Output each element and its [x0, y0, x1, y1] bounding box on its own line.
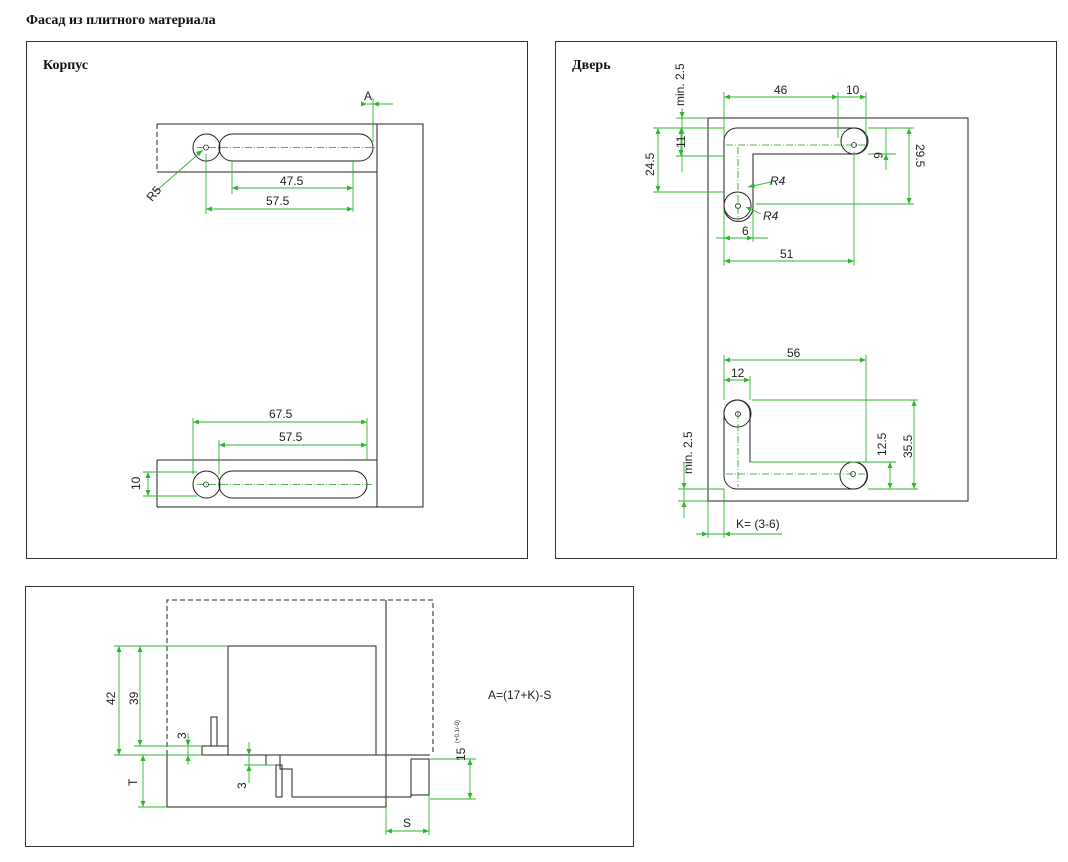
svg-text:6: 6 — [871, 152, 885, 159]
svg-text:12: 12 — [731, 366, 745, 380]
svg-text:57.5: 57.5 — [279, 430, 303, 444]
dim-6-bottom: 6 — [716, 210, 768, 242]
dim-6-right: 6 — [868, 127, 914, 170]
dim-10: 10 — [129, 471, 197, 497]
dim-r5: R5 — [144, 149, 204, 204]
svg-text:35.5: 35.5 — [901, 434, 915, 458]
svg-text:min. 2.5: min. 2.5 — [673, 63, 687, 106]
plate-end-block — [410, 758, 430, 796]
panel-korpus: Корпус A R5 — [26, 41, 528, 559]
svg-text:12.5: 12.5 — [875, 432, 889, 456]
dim-min-bottom: min. 2.5 — [678, 431, 724, 518]
svg-text:A: A — [364, 89, 372, 103]
dim-57-5-top: 57.5 — [205, 154, 353, 214]
svg-text:11: 11 — [674, 135, 688, 148]
svg-text:10: 10 — [129, 476, 143, 490]
dim-12: 12 — [724, 366, 751, 400]
svg-text:47.5: 47.5 — [280, 174, 304, 188]
plate-step — [265, 754, 281, 766]
svg-text:min. 2.5: min. 2.5 — [681, 431, 695, 474]
top-l-slot — [723, 127, 868, 222]
dim-k: K= (3-6) — [696, 489, 782, 538]
svg-text:24.5: 24.5 — [643, 152, 657, 176]
dim-56: 56 — [723, 346, 867, 462]
dim-r4-b: R4 — [745, 206, 779, 223]
dim-a: A — [361, 89, 393, 142]
dim-57-5-bottom: 57.5 — [218, 430, 367, 474]
left-dowel — [210, 716, 218, 747]
panel-title-korpus: Корпус — [43, 58, 89, 73]
section-drawing: 42 39 3 3 — [104, 599, 551, 835]
svg-text:10: 10 — [846, 83, 860, 97]
svg-text:R4: R4 — [770, 174, 786, 188]
bottom-l-slot — [723, 399, 868, 490]
top-round-slot — [192, 133, 221, 162]
top-bottom-round-slot — [723, 191, 752, 220]
dim-3-mid: 3 — [235, 742, 276, 789]
plate-channel — [279, 765, 412, 798]
svg-text:(+0.1/-0): (+0.1/-0) — [455, 720, 461, 743]
svg-text:42: 42 — [104, 691, 118, 705]
svg-text:56: 56 — [787, 346, 801, 360]
dim-15: 15 (+0.1/-0) — [430, 720, 476, 800]
dim-12-5: 12.5 — [750, 432, 896, 490]
dim-51: 51 — [723, 152, 855, 266]
svg-text:S: S — [403, 816, 411, 830]
dim-67-5: 67.5 — [192, 407, 368, 474]
formula-text: A=(17+K)-S — [488, 688, 551, 702]
bottom-round-slot — [192, 470, 221, 499]
svg-text:39: 39 — [127, 691, 141, 705]
svg-text:6: 6 — [742, 224, 749, 238]
dim-35-5: 35.5 — [752, 399, 918, 490]
dim-3-left: 3 — [175, 732, 191, 765]
svg-text:46: 46 — [774, 83, 788, 97]
dim-29-5: 29.5 — [756, 128, 927, 205]
dim-11: 11 — [674, 127, 724, 157]
svg-text:3: 3 — [235, 782, 249, 789]
page-title: Фасад из плитного материала — [26, 13, 216, 28]
dim-10: 10 — [838, 83, 867, 138]
bottom-top-round-slot — [723, 399, 752, 428]
dim-t: T — [126, 754, 167, 808]
cabinet-side — [376, 123, 424, 508]
svg-text:K= (3-6): K= (3-6) — [736, 517, 780, 531]
hinge-housing — [227, 645, 377, 755]
door-hidden-outline — [166, 599, 434, 755]
dim-42: 42 — [104, 645, 228, 756]
dim-s: S — [385, 795, 430, 835]
left-cup-flange — [201, 745, 229, 756]
dim-r4-a: R4 — [747, 174, 786, 188]
svg-text:15: 15 — [454, 747, 468, 761]
panel-section: 42 39 3 3 — [25, 586, 634, 847]
dim-39: 39 — [127, 646, 202, 747]
dim-24-5: 24.5 — [643, 127, 724, 193]
svg-text:29.5: 29.5 — [913, 144, 927, 168]
svg-text:57.5: 57.5 — [266, 194, 290, 208]
svg-text:51: 51 — [780, 247, 794, 261]
svg-text:67.5: 67.5 — [269, 407, 293, 421]
dver-drawing: min. 2.5 46 10 11 — [643, 63, 969, 538]
svg-text:T: T — [126, 778, 140, 786]
door-outline — [707, 117, 969, 502]
svg-text:3: 3 — [175, 732, 189, 739]
dim-47-5: 47.5 — [231, 160, 354, 212]
korpus-drawing: A R5 47.5 57.5 — [129, 89, 424, 508]
panel-dver: Дверь min. 2.5 — [555, 41, 1057, 559]
svg-text:R4: R4 — [763, 209, 779, 223]
top-right-round-slot — [840, 127, 869, 155]
right-dowel — [275, 764, 283, 798]
panel-title-dver: Дверь — [572, 58, 611, 73]
dim-46: 46 — [723, 83, 839, 138]
